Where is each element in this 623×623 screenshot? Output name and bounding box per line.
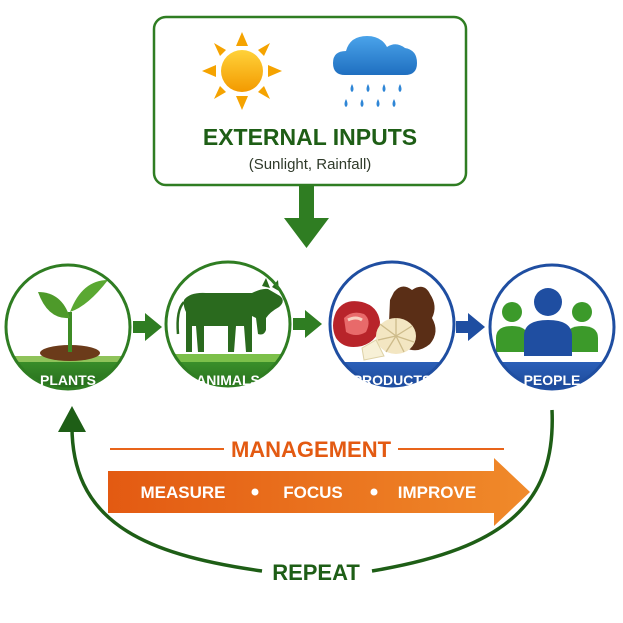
sprout-icon — [38, 280, 108, 361]
repeat-arrowhead — [58, 406, 86, 432]
stage-products: PRODUCTS — [328, 260, 456, 388]
step-separator-dot — [251, 488, 259, 496]
external-inputs-subtitle: (Sunlight, Rainfall) — [249, 156, 372, 173]
flow-arrow-1 — [133, 313, 162, 341]
external-inputs-title: EXTERNAL INPUTS — [203, 124, 417, 150]
repeat-loop: REPEAT — [58, 406, 554, 585]
stage-products-label: PRODUCTS — [353, 372, 432, 388]
management-title: MANAGEMENT — [231, 437, 392, 462]
people-group-icon — [496, 288, 598, 356]
flow-arrow-3 — [456, 313, 485, 341]
management-step-improve: IMPROVE — [398, 483, 476, 502]
step-separator-dot — [370, 488, 378, 496]
flow-arrow-2 — [293, 310, 322, 338]
meat-cheese-leather-icon — [333, 286, 436, 361]
stage-people-label: PEOPLE — [524, 372, 581, 388]
stage-people: PEOPLE — [488, 263, 616, 391]
management-arrow — [108, 458, 530, 526]
rain-cloud-icon — [333, 36, 417, 107]
stage-plants: PLANTS — [4, 263, 132, 391]
input-arrow — [284, 186, 329, 248]
sun-icon — [202, 32, 282, 110]
management-section: MANAGEMENT MEASURE FOCUS IMPROVE — [108, 437, 530, 526]
management-step-measure: MEASURE — [140, 483, 225, 502]
repeat-label: REPEAT — [272, 560, 360, 585]
stage-animals-label: ANIMALS — [196, 372, 260, 388]
management-step-focus: FOCUS — [283, 483, 343, 502]
external-inputs-box: EXTERNAL INPUTS (Sunlight, Rainfall) — [152, 15, 468, 187]
stage-plants-label: PLANTS — [40, 372, 96, 388]
stage-animals: ANIMALS — [164, 260, 292, 388]
